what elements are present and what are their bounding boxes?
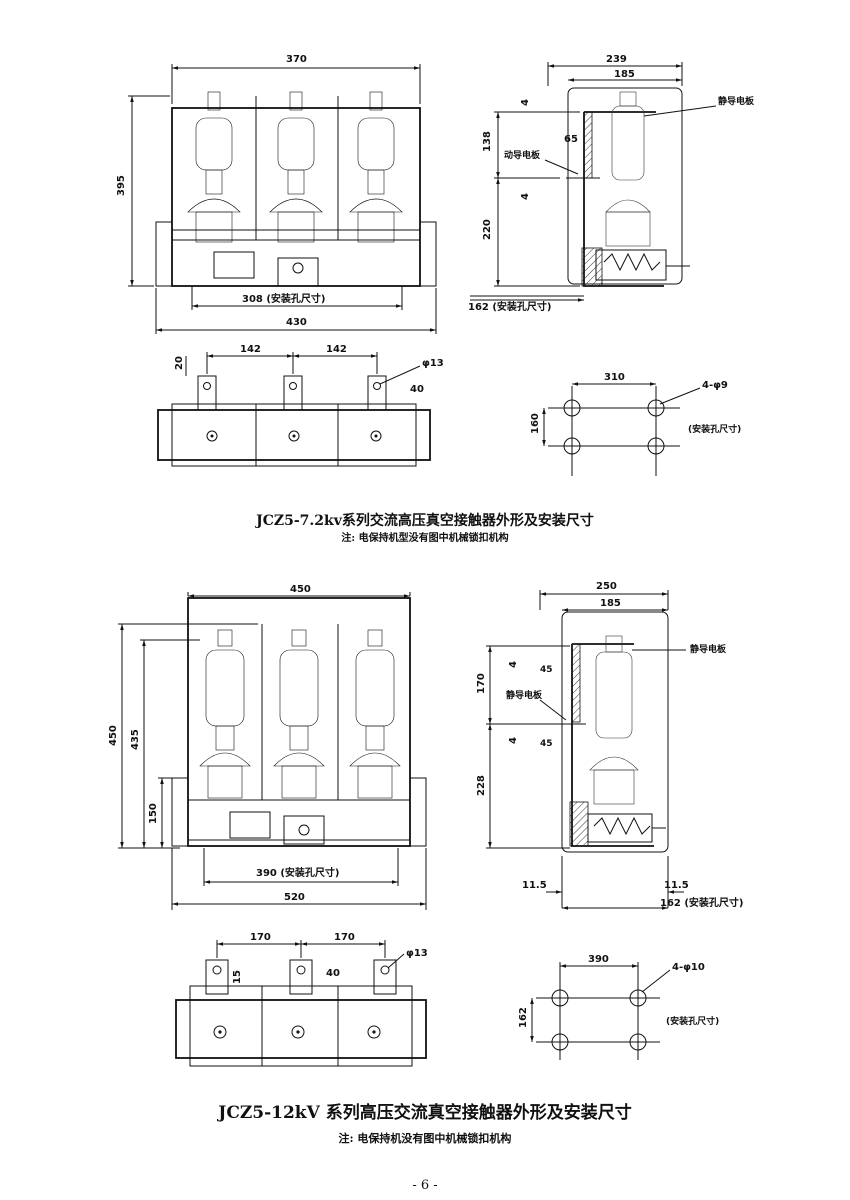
front2-width-bottom: 520: [284, 892, 305, 903]
front-view-1: 370 395 308 (安装孔尺寸) 430: [116, 54, 437, 334]
side1-h2: 220: [482, 219, 493, 240]
top1-p1: 142: [240, 344, 261, 355]
side2-h1: 170: [476, 673, 487, 694]
section1-note: 注: 电保持机型没有图中机械锁扣机构: [341, 533, 509, 544]
top2-w: 40: [326, 968, 340, 979]
side2-m1: 11.5: [522, 880, 547, 891]
page-number: - 6 -: [412, 1178, 438, 1193]
holes2-label: (安装孔尺寸): [666, 1015, 719, 1027]
side2-w2: 185: [600, 598, 621, 609]
side2-d1: 45: [540, 665, 553, 675]
holes1-label: (安装孔尺寸): [688, 423, 741, 435]
side2-d3: 4: [508, 661, 519, 668]
side1-label-static: 静导电板: [718, 95, 755, 107]
top1-w: 40: [410, 384, 424, 395]
side2-label-moving: 静导电板: [506, 689, 543, 701]
hole-pattern-1: 310 160 4-φ9 (安装孔尺寸): [530, 372, 741, 476]
front2-h1: 450: [108, 725, 119, 746]
front1-width-top: 370: [286, 54, 307, 65]
top-view-2: 170 170 15 φ13 40: [175, 932, 428, 1067]
front-view-2: 450 450 435 150 390 (安装孔尺寸) 520: [108, 584, 427, 910]
side2-d2: 45: [540, 739, 553, 749]
front1-height: 395: [116, 175, 127, 196]
top1-p2: 142: [326, 344, 347, 355]
side1-d1: 65: [564, 134, 578, 145]
side2-w1: 250: [596, 581, 617, 592]
side2-label-static: 静导电板: [690, 643, 727, 655]
side2-h2: 228: [476, 775, 487, 796]
side2-m2: 11.5: [664, 880, 689, 891]
side1-h1: 138: [482, 131, 493, 152]
holes1-w: 310: [604, 372, 625, 383]
top1-hole: φ13: [422, 358, 444, 369]
top2-hole: φ13: [406, 948, 428, 959]
front1-mount: 308 (安装孔尺寸): [242, 292, 326, 305]
side1-mount: 162 (安装孔尺寸): [468, 300, 552, 313]
side1-label-moving: 动导电板: [504, 149, 541, 161]
front2-h3: 150: [148, 803, 159, 824]
side-view-1: 239 185 138 220 65 4 4 静导电板 动导电板 162 (安装…: [468, 54, 755, 313]
top-view-1: 142 142 20 φ13 40: [157, 344, 444, 467]
holes1-spec: 4-φ9: [702, 380, 728, 391]
front2-width-top: 450: [290, 584, 311, 595]
side2-d4: 4: [508, 737, 519, 744]
section1-title: JCZ5-7.2kv系列交流高压真空接触器外形及安装尺寸: [256, 513, 594, 529]
holes2-w: 390: [588, 954, 609, 965]
side-view-2: 250 185 170 228 45 45 4 4 静导电板 静导电板 11.5…: [476, 581, 744, 910]
holes2-spec: 4-φ10: [672, 962, 705, 973]
top2-h: 15: [232, 970, 243, 984]
holes1-h: 160: [530, 413, 541, 434]
side2-mount: 162 (安装孔尺寸): [660, 896, 744, 909]
front1-width-bottom: 430: [286, 317, 307, 328]
hole-pattern-2: 390 162 4-φ10 (安装孔尺寸): [518, 954, 719, 1060]
top1-h: 20: [174, 356, 185, 370]
holes2-h: 162: [518, 1007, 529, 1028]
front2-mount: 390 (安装孔尺寸): [256, 866, 340, 879]
side1-d3: 4: [520, 193, 531, 200]
front2-h2: 435: [130, 729, 141, 750]
side1-w2: 185: [614, 69, 635, 80]
side1-d2: 4: [520, 99, 531, 106]
side1-w1: 239: [606, 54, 627, 65]
section2-title: JCZ5-12kV 系列高压交流真空接触器外形及安装尺寸: [218, 1103, 632, 1123]
top2-p1: 170: [250, 932, 271, 943]
top2-p2: 170: [334, 932, 355, 943]
section2-note: 注: 电保持机没有图中机械锁扣机构: [338, 1132, 512, 1145]
